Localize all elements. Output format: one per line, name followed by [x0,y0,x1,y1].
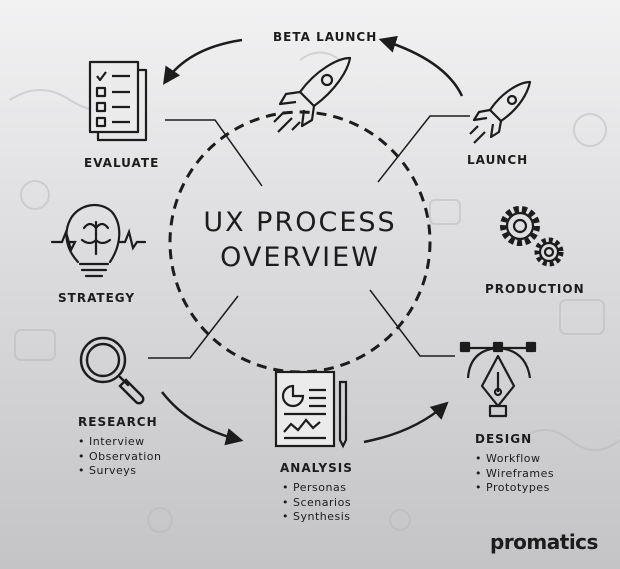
list-item: Scenarios [282,496,351,511]
gears-icon [500,206,564,267]
title-line-1: UX PROCESS [203,207,397,238]
rocket-icon-beta [273,56,352,133]
connector-design [369,289,455,357]
stage-label-launch: LAUNCH [467,153,529,167]
brain-bulb-icon [50,203,147,278]
arrow-launch-to-beta [378,35,464,97]
list-item: Prototypes [475,481,554,496]
stage-label-strategy: STRATEGY [58,291,136,305]
list-item: Interview [78,435,161,450]
stage-label-production: PRODUCTION [485,282,585,296]
checklist-icon [88,60,148,142]
stage-label-design: DESIGN [475,432,533,446]
arrow-analysis-to-design [363,401,449,444]
connector-research [148,295,239,359]
report-icon [274,370,348,449]
list-item: Workflow [475,452,554,467]
arrow-research-to-analysis [161,391,244,446]
brand-logo: promatics [490,530,598,554]
stage-label-analysis: ANALYSIS [280,461,353,475]
connector-evaluate [165,119,263,187]
list-item: Observation [78,450,161,465]
stage-label-beta-launch: BETA LAUNCH [273,30,378,44]
analysis-items-list: Personas Scenarios Synthesis [282,481,351,525]
magnifier-icon [79,336,145,405]
list-item: Synthesis [282,510,351,525]
stage-label-evaluate: EVALUATE [84,156,160,170]
background-pattern [9,51,620,533]
rocket-icon-launch [469,80,532,144]
research-items-list: Interview Observation Surveys [78,435,161,479]
stage-label-research: RESEARCH [78,415,158,429]
diagram-title: UX PROCESS OVERVIEW [195,205,405,275]
connector-launch [377,115,470,183]
pen-tool-icon [459,341,537,418]
list-item: Personas [282,481,351,496]
title-line-2: OVERVIEW [220,242,380,273]
arrow-beta-to-evaluate [163,38,243,85]
list-item: Surveys [78,464,161,479]
connector-lines [148,115,470,359]
list-item: Wireframes [475,467,554,482]
design-items-list: Workflow Wireframes Prototypes [475,452,554,496]
flow-arrows [161,35,464,446]
